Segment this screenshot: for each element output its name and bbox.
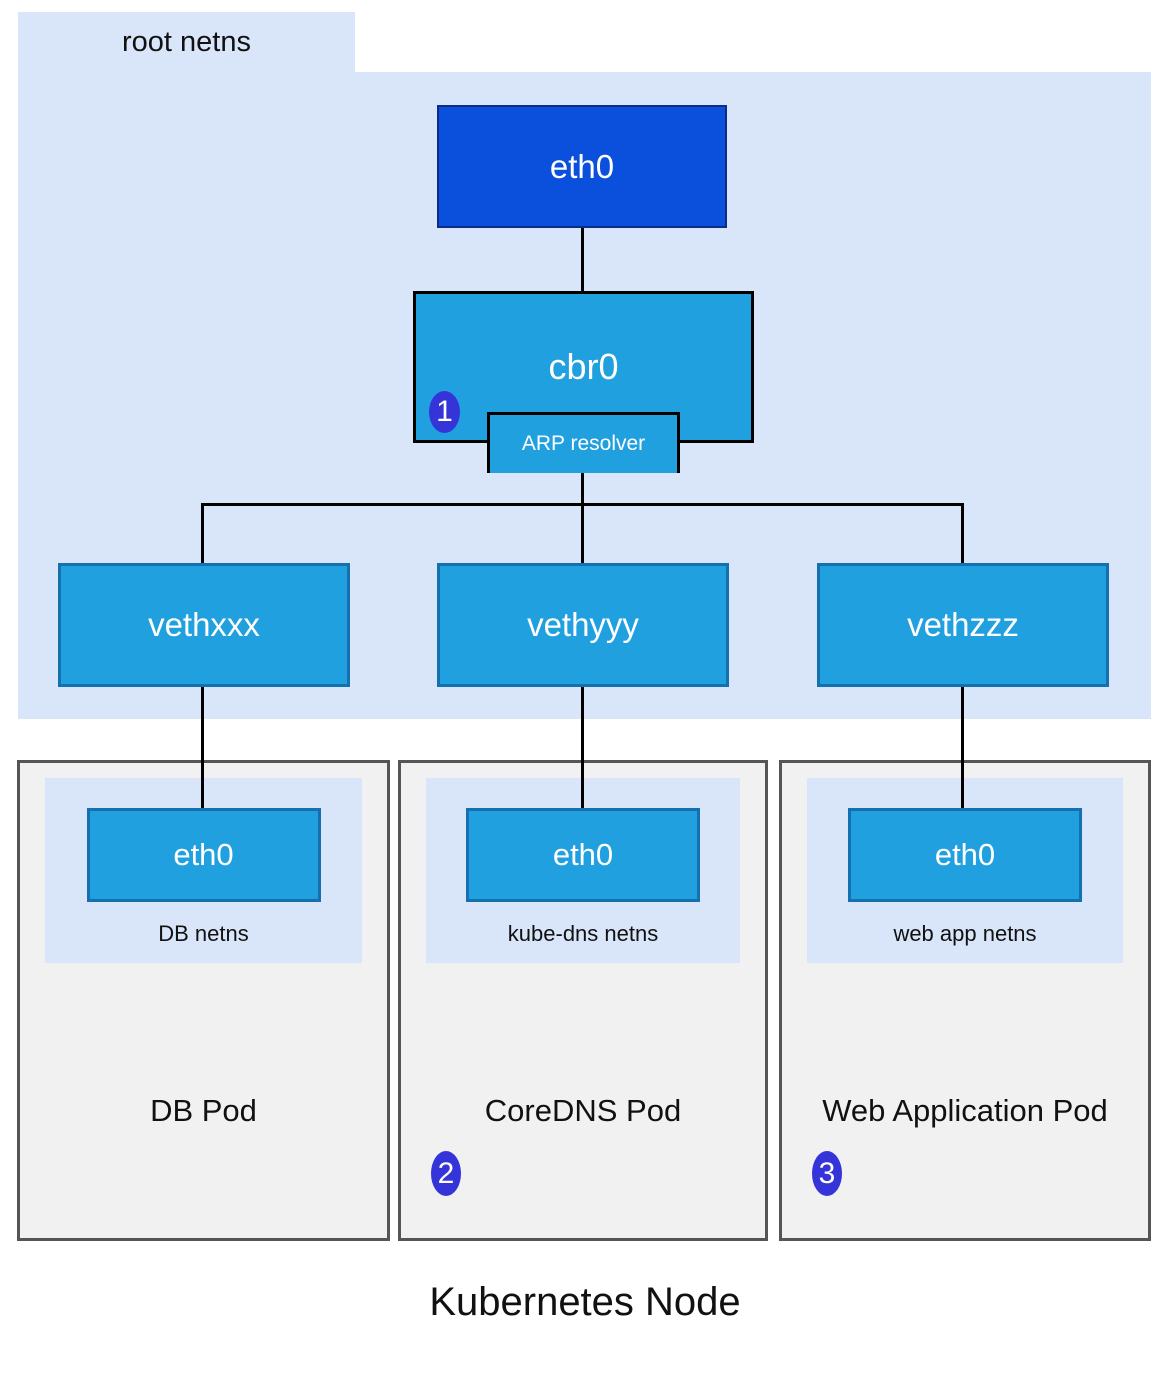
coredns-pod-name: CoreDNS Pod [484, 1093, 682, 1128]
db-netns-label: DB netns [158, 921, 249, 946]
vethyyy-label: vethyyy [527, 606, 639, 643]
link-branch-horizontal [201, 503, 964, 506]
arp-resolver-label: ARP resolver [521, 432, 646, 455]
root-netns-label: root netns [122, 25, 251, 58]
vethzzz-box: vethzzz [817, 563, 1109, 687]
db-netns-region: eth0 DB netns [45, 778, 362, 963]
web-app-pod-eth0-box: eth0 [848, 808, 1082, 902]
db-pod-name: DB Pod [150, 1093, 257, 1128]
link-vethyyy-to-coredns-eth0 [581, 687, 584, 808]
db-pod-eth0-label: eth0 [173, 837, 234, 872]
web-app-pod-eth0-label: eth0 [934, 837, 996, 872]
vethyyy-box: vethyyy [437, 563, 729, 687]
web-app-pod-box: eth0 web app netns Web Application Pod 3 [779, 760, 1151, 1241]
vethzzz-label: vethzzz [907, 606, 1019, 643]
link-drop-vethzzz [961, 505, 964, 563]
kube-dns-netns-region: eth0 kube-dns netns [426, 778, 740, 963]
link-drop-vethxxx [201, 505, 204, 563]
coredns-pod-eth0-box: eth0 [466, 808, 700, 902]
web-app-netns-region: eth0 web app netns [807, 778, 1123, 963]
web-app-netns-label: web app netns [893, 921, 1037, 946]
cbr0-bridge-box: cbr0 [413, 291, 754, 443]
step-1-badge-icon: 1 [429, 391, 460, 433]
coredns-pod-box: eth0 kube-dns netns CoreDNS Pod 2 [398, 760, 768, 1241]
cbr0-label: cbr0 [548, 346, 619, 387]
vethxxx-label: vethxxx [148, 606, 260, 643]
root-netns-tab: root netns [18, 12, 355, 72]
link-drop-vethyyy [581, 505, 584, 563]
root-eth0-label: eth0 [549, 147, 615, 185]
step-3-badge-icon: 3 [812, 1151, 842, 1196]
coredns-pod-eth0-label: eth0 [552, 837, 614, 872]
vethxxx-box: vethxxx [58, 563, 350, 687]
arp-resolver-box: ARP resolver [487, 412, 680, 473]
link-vethxxx-to-db-eth0 [201, 687, 204, 808]
db-pod-eth0-box: eth0 [86, 808, 321, 902]
kube-dns-netns-label: kube-dns netns [507, 921, 659, 946]
step-2-badge-icon: 2 [431, 1151, 461, 1196]
root-eth0-box: eth0 [437, 105, 727, 228]
link-arp-down [581, 472, 584, 505]
kubernetes-node-title: Kubernetes Node [429, 1280, 741, 1324]
web-app-pod-name: Web Application Pod [822, 1093, 1108, 1128]
db-pod-box: eth0 DB netns DB Pod [17, 760, 390, 1241]
link-vethzzz-to-webapp-eth0 [961, 687, 964, 808]
link-eth0-to-cbr0 [581, 228, 584, 291]
